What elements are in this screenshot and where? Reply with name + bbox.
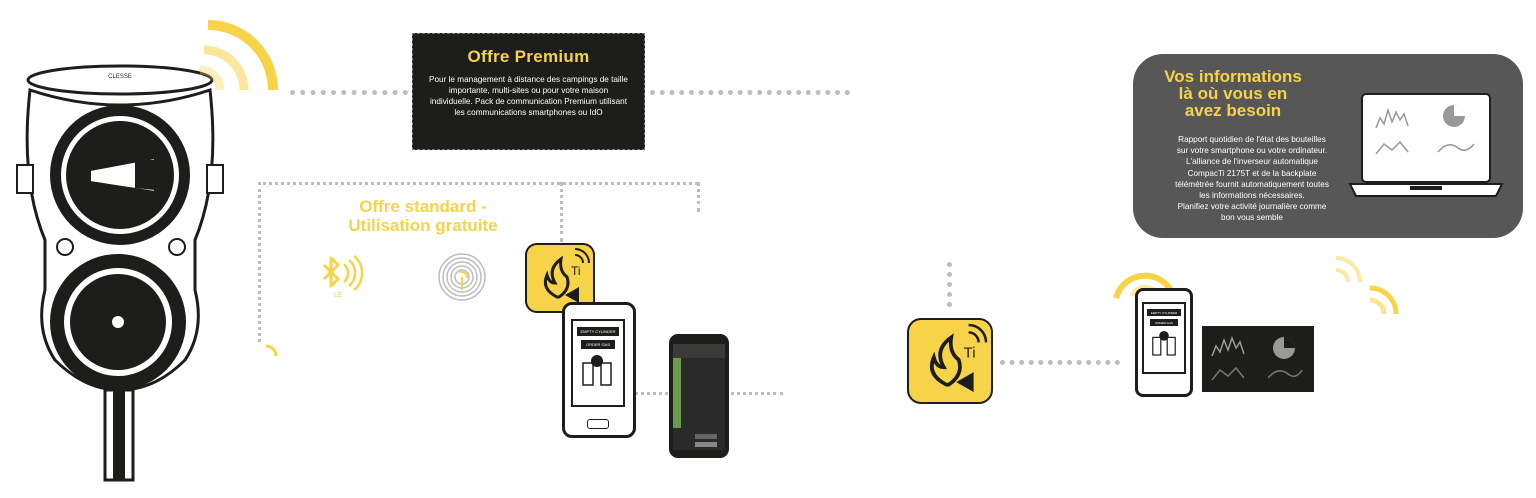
standard-offer-title: Offre standard - Utilisation gratuite <box>318 197 528 235</box>
info-title-line3: avez besoin <box>1184 101 1282 120</box>
premium-offer-description: Pour le management à distance des campin… <box>429 75 628 117</box>
info-panel-title: Vos informations là où vous en avez beso… <box>1133 68 1333 119</box>
standard-offer-title-line1: Offre standard - <box>359 197 487 216</box>
info-line: Rapport quotidien de l'état des bouteill… <box>1178 135 1326 144</box>
dashboard-charts-icon <box>1211 335 1303 381</box>
ti-badge-label: Ti <box>571 264 581 278</box>
order-gas-button[interactable]: ORDER GAS <box>581 340 615 349</box>
premium-offer-title: Offre Premium <box>467 47 590 66</box>
premium-offer-box: Offre Premium Pour le management à dista… <box>412 33 645 150</box>
connector-dotted-line <box>258 182 698 185</box>
rugged-smartphone: EMPTY CYLINDER ORDER GAS <box>562 302 636 438</box>
dashboard-display <box>1202 326 1314 392</box>
small-signal-icon <box>265 344 278 357</box>
connector-dotted-line <box>258 182 261 342</box>
gas-regulator-device: CLESSE <box>16 64 224 482</box>
laptop-icon <box>1348 93 1504 197</box>
nfc-radio-icon <box>438 253 486 301</box>
phone-screen: EMPTY CYLINDER ORDER GAS <box>1142 302 1186 374</box>
app-button[interactable] <box>695 434 717 439</box>
phone-home-button[interactable] <box>587 419 609 429</box>
ti-badge-label: Ti <box>964 345 976 361</box>
smartphone-app <box>669 334 729 458</box>
info-line: bon vous semble <box>1221 213 1283 223</box>
bottle-graphic <box>1152 331 1176 356</box>
info-line: sur votre smartphone ou votre ordinateur… <box>1176 146 1328 156</box>
flame-icon: Ti <box>543 248 590 303</box>
connector-dotted-line <box>290 90 408 95</box>
bottle-graphic <box>582 355 612 386</box>
app-header <box>673 344 725 358</box>
flame-icon: Ti <box>929 323 988 393</box>
rugged-smartphone-right: EMPTY CYLINDER ORDER GAS <box>1135 288 1193 397</box>
connector-dotted-line <box>560 182 563 242</box>
standard-offer-title-line2: Utilisation gratuite <box>348 216 498 235</box>
app-button[interactable] <box>695 442 717 447</box>
info-title-line1: Vos informations <box>1164 67 1302 86</box>
info-line: les informations nécessaires. <box>1199 191 1305 201</box>
connector-dotted-line <box>697 182 700 212</box>
info-line: télémétrée fournit automatiquement toute… <box>1175 179 1329 189</box>
info-line: L'alliance de l'inverseur automatique <box>1186 157 1318 167</box>
app-sidebar <box>673 358 681 428</box>
wireless-signal-icon <box>1335 256 1362 283</box>
device-brand-label: CLESSE <box>108 74 132 80</box>
wireless-signal-icon <box>1369 285 1399 315</box>
ti-app-icon: Ti <box>525 243 595 313</box>
empty-cylinder-button[interactable]: EMPTY CYLINDER <box>577 327 619 336</box>
empty-cylinder-button[interactable]: EMPTY CYLINDER <box>1147 309 1181 316</box>
phone-screen: EMPTY CYLINDER ORDER GAS <box>571 319 625 407</box>
connector-dotted-line <box>650 90 850 95</box>
connector-dotted-line <box>1000 360 1120 365</box>
info-title-line2: là où vous en <box>1178 84 1288 103</box>
info-line: CompacTi 2175T et de la backplate <box>1187 168 1317 178</box>
bluetooth-le-icon: LE <box>322 255 364 299</box>
ti-app-icon-large: Ti <box>907 318 993 404</box>
info-panel: Vos informations là où vous en avez beso… <box>1133 54 1523 238</box>
bluetooth-le-label: LE <box>334 292 343 299</box>
info-line: Planifiez votre activité journalière com… <box>1177 202 1327 212</box>
connector-dotted-line <box>947 262 952 307</box>
phone-app-screen <box>673 344 725 450</box>
info-panel-description: Rapport quotidien de l'état des bouteill… <box>1147 134 1357 224</box>
order-gas-button[interactable]: ORDER GAS <box>1150 319 1178 326</box>
wireless-signal-icon <box>199 20 278 91</box>
